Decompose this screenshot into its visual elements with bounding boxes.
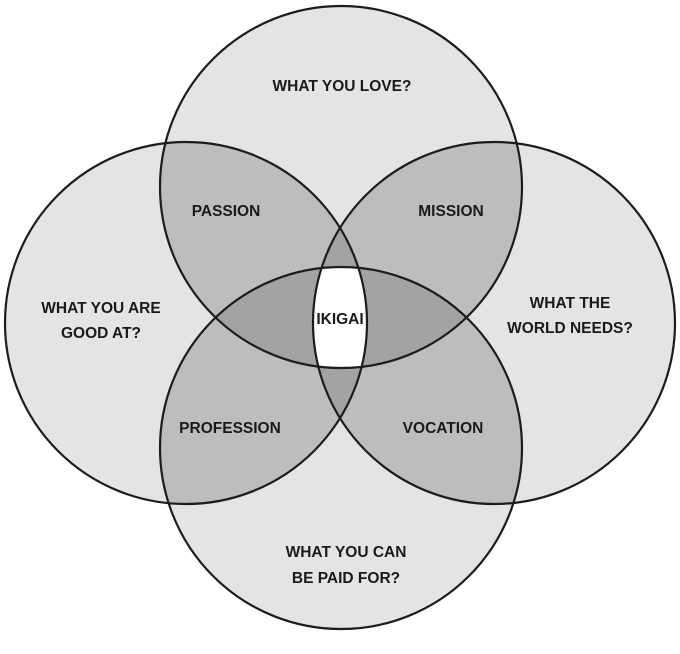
circle-paid-for-outline [158, 265, 524, 631]
label-what-you-love: WHAT YOU LOVE? [273, 78, 412, 95]
label-paid-for-line1: WHAT YOU CAN [286, 544, 407, 561]
label-good-at-line2: GOOD AT? [61, 325, 141, 342]
circle-love-outline [158, 4, 524, 370]
circle-good-at-outline [3, 140, 369, 506]
label-paid-for-line2: BE PAID FOR? [292, 570, 400, 587]
label-passion: PASSION [192, 203, 261, 220]
label-profession: PROFESSION [179, 420, 281, 437]
label-world-needs-line2: WORLD NEEDS? [507, 320, 633, 337]
label-mission: MISSION [418, 203, 483, 220]
label-world-needs-line1: WHAT THE [530, 295, 611, 312]
label-ikigai: IKIGAI [316, 311, 363, 328]
circle-outlines [3, 4, 677, 631]
label-vocation: VOCATION [403, 420, 484, 437]
label-good-at-line1: WHAT YOU ARE [41, 300, 160, 317]
circle-world-needs-outline [311, 140, 677, 506]
